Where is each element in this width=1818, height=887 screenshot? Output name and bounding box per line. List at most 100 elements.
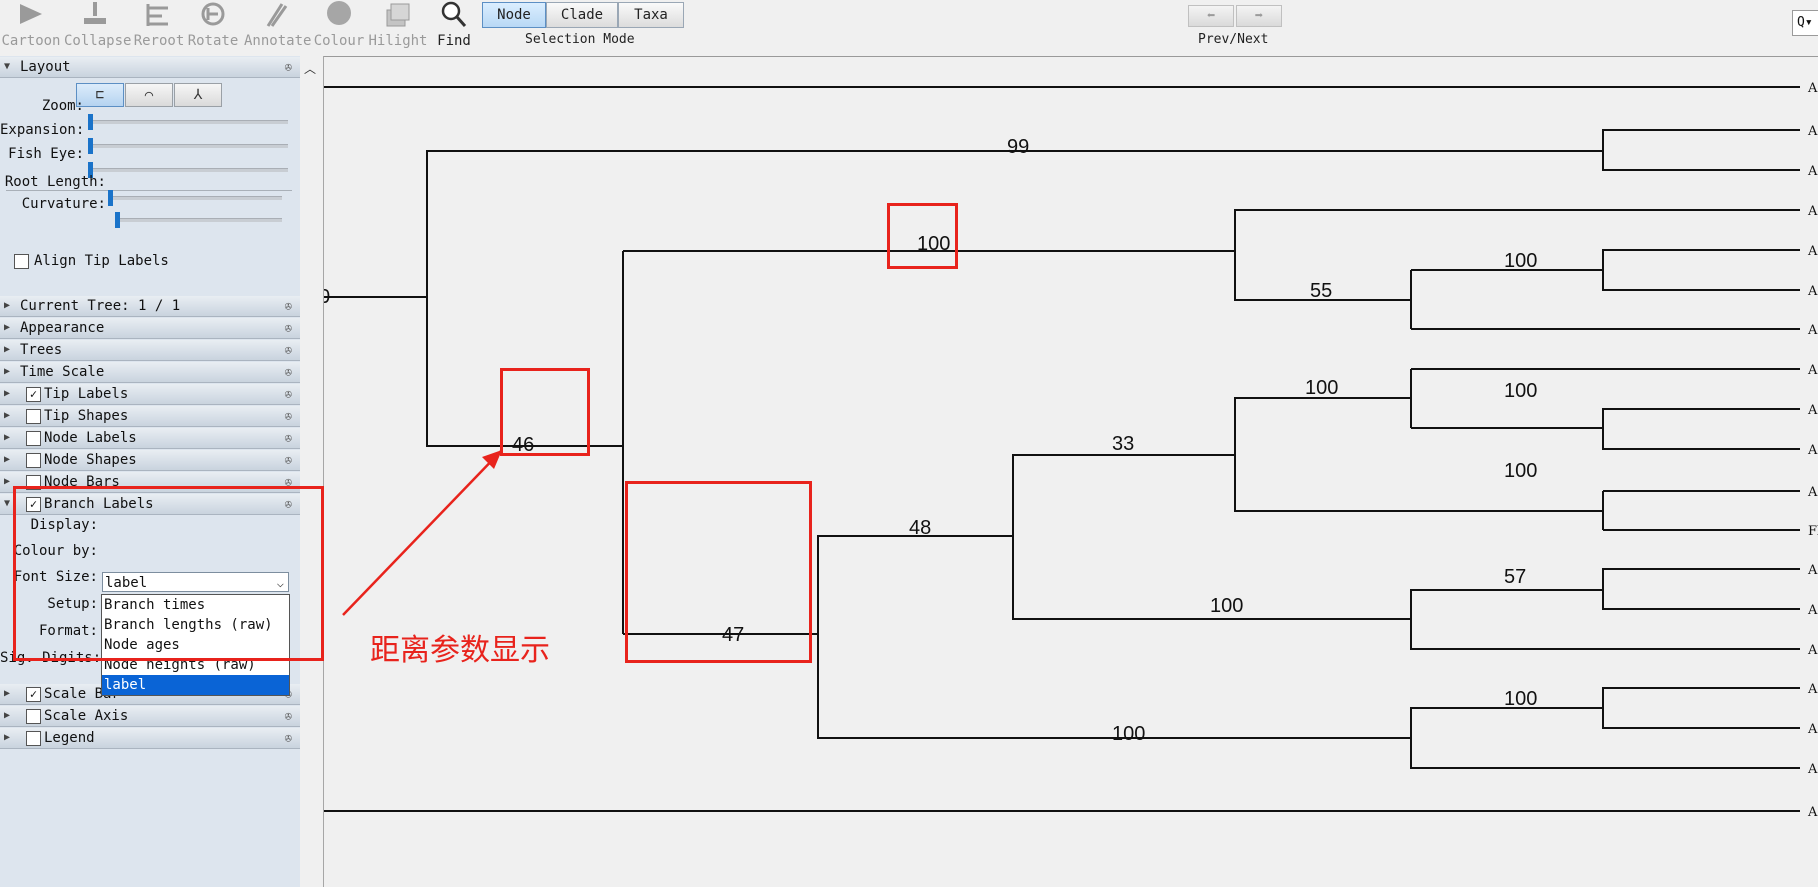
dropdown-option[interactable]: Node heights (raw) (104, 657, 256, 673)
branch-label[interactable]: 99 (1007, 136, 1029, 158)
tip-label[interactable]: Fl (1808, 524, 1818, 539)
branch-label[interactable]: 100 (1504, 380, 1537, 402)
cartoon-button[interactable]: Cartoon (0, 0, 62, 52)
dropdown-option[interactable]: Node ages (104, 637, 180, 653)
selection-taxa-button[interactable]: Taxa (618, 2, 684, 28)
tip-label[interactable]: A (1807, 403, 1818, 418)
tip-label[interactable]: A (1807, 164, 1818, 179)
section-1[interactable]: ▶Appearance✇ (0, 318, 300, 339)
section-layout[interactable]: ▼ Layout ✇ (0, 57, 300, 78)
section-0[interactable]: ▶Current Tree: 1 / 1✇ (0, 296, 300, 317)
branch-label[interactable]: 55 (1310, 280, 1332, 302)
branch-label[interactable]: 46 (512, 434, 534, 456)
prev-button[interactable]: ⬅ (1188, 5, 1234, 27)
branch-label[interactable]: 48 (909, 517, 931, 539)
section-9[interactable]: ▼✓Branch Labels✇ (0, 494, 300, 515)
tip-label[interactable]: A (1807, 124, 1818, 139)
branch-label[interactable]: 33 (1112, 433, 1134, 455)
pin-icon[interactable]: ✇ (284, 475, 292, 489)
section-bottom-1[interactable]: ▶Scale Axis✇ (0, 706, 300, 727)
section-5[interactable]: ▶Tip Shapes✇ (0, 406, 300, 427)
hilight-button[interactable]: Hilight (367, 0, 429, 52)
dropdown-option[interactable]: label (102, 675, 289, 695)
branch-label[interactable]: 100 (1112, 723, 1145, 745)
dropdown-option[interactable]: Branch lengths (raw) (104, 617, 273, 633)
branch-label[interactable]: 57 (1504, 566, 1526, 588)
tip-label[interactable]: A (1807, 485, 1818, 500)
radial-layout-button[interactable]: ⅄ (174, 83, 222, 107)
tip-label[interactable]: A (1807, 363, 1818, 378)
tip-label[interactable]: A (1807, 722, 1818, 737)
branch-label[interactable]: 100 (1210, 595, 1243, 617)
pin-icon[interactable]: ✇ (284, 387, 292, 401)
pin-icon[interactable]: ✇ (284, 431, 292, 445)
tip-label[interactable]: A (1807, 323, 1818, 338)
branch-label[interactable]: 100 (1504, 460, 1537, 482)
tip-label[interactable]: A (1807, 643, 1818, 658)
tip-label[interactable]: A (1807, 682, 1818, 697)
section-checkbox[interactable] (26, 731, 41, 746)
section-checkbox[interactable]: ✓ (26, 687, 41, 702)
expansion-slider-knob[interactable] (88, 138, 93, 154)
tip-label[interactable]: A (1807, 563, 1818, 578)
align-tip-labels-checkbox[interactable] (14, 254, 29, 269)
branch-label[interactable]: 100 (1504, 688, 1537, 710)
tip-label[interactable]: A (1807, 443, 1818, 458)
colour-button[interactable]: Colour (308, 0, 370, 52)
tip-label[interactable]: A (1807, 81, 1818, 96)
collapse-button[interactable]: Collapse (64, 0, 131, 52)
section-6[interactable]: ▶Node Labels✇ (0, 428, 300, 449)
section-checkbox[interactable] (26, 453, 41, 468)
branch-label[interactable]: 100 (917, 233, 950, 255)
root-length-slider[interactable] (108, 190, 282, 206)
tip-label[interactable]: A (1807, 603, 1818, 618)
zoom-slider-knob[interactable] (88, 114, 93, 130)
curvature-slider-knob[interactable] (115, 212, 120, 228)
dropdown-option[interactable]: Branch times (104, 597, 206, 613)
tip-label[interactable]: A (1807, 244, 1818, 259)
zoom-slider[interactable] (88, 114, 288, 130)
chevron-up-icon[interactable]: ︿ (304, 62, 317, 76)
pin-icon[interactable]: ✇ (284, 497, 292, 511)
selection-clade-button[interactable]: Clade (546, 2, 618, 28)
tip-label[interactable]: A (1807, 204, 1818, 219)
section-checkbox[interactable] (26, 409, 41, 424)
pin-icon[interactable]: ✇ (284, 299, 292, 313)
branch-label[interactable]: 100 (1305, 377, 1338, 399)
polar-layout-button[interactable]: ⌒ (125, 83, 173, 107)
section-7[interactable]: ▶Node Shapes✇ (0, 450, 300, 471)
pin-icon[interactable]: ✇ (284, 409, 292, 423)
tip-label[interactable]: A (1807, 805, 1818, 820)
section-2[interactable]: ▶Trees✇ (0, 340, 300, 361)
section-checkbox[interactable]: ✓ (26, 387, 41, 402)
tip-label[interactable]: A (1807, 284, 1818, 299)
pin-icon[interactable]: ✇ (284, 731, 292, 745)
section-3[interactable]: ▶Time Scale✇ (0, 362, 300, 383)
section-checkbox[interactable] (26, 431, 41, 446)
display-select[interactable]: label ⌵ (102, 572, 289, 592)
section-bottom-2[interactable]: ▶Legend✇ (0, 728, 300, 749)
annotate-button[interactable]: Annotate (244, 0, 311, 52)
root-length-slider-knob[interactable] (108, 190, 113, 206)
section-checkbox[interactable] (26, 709, 41, 724)
pin-icon[interactable]: ✇ (284, 321, 292, 335)
curvature-slider[interactable] (115, 212, 282, 228)
pin-icon[interactable]: ✇ (284, 343, 292, 357)
pin-icon[interactable]: ✇ (284, 709, 292, 723)
branch-label[interactable]: 0 (324, 286, 330, 308)
rectangular-layout-button[interactable]: ⊏ (76, 83, 124, 107)
find-button[interactable]: Find (423, 0, 485, 52)
selection-node-button[interactable]: Node (482, 2, 546, 28)
pin-icon[interactable]: ✇ (284, 60, 292, 74)
fisheye-slider-knob[interactable] (88, 162, 93, 178)
pin-icon[interactable]: ✇ (284, 365, 292, 379)
reroot-button[interactable]: Reroot (128, 0, 190, 52)
panel-scrollbar[interactable]: ︿ (300, 56, 324, 887)
branch-label[interactable]: 47 (722, 624, 744, 646)
next-button[interactable]: ➡ (1236, 5, 1282, 27)
rotate-button[interactable]: Rotate (182, 0, 244, 52)
branch-label[interactable]: 100 (1504, 250, 1537, 272)
fisheye-slider[interactable] (88, 162, 288, 178)
expansion-slider[interactable] (88, 138, 288, 154)
